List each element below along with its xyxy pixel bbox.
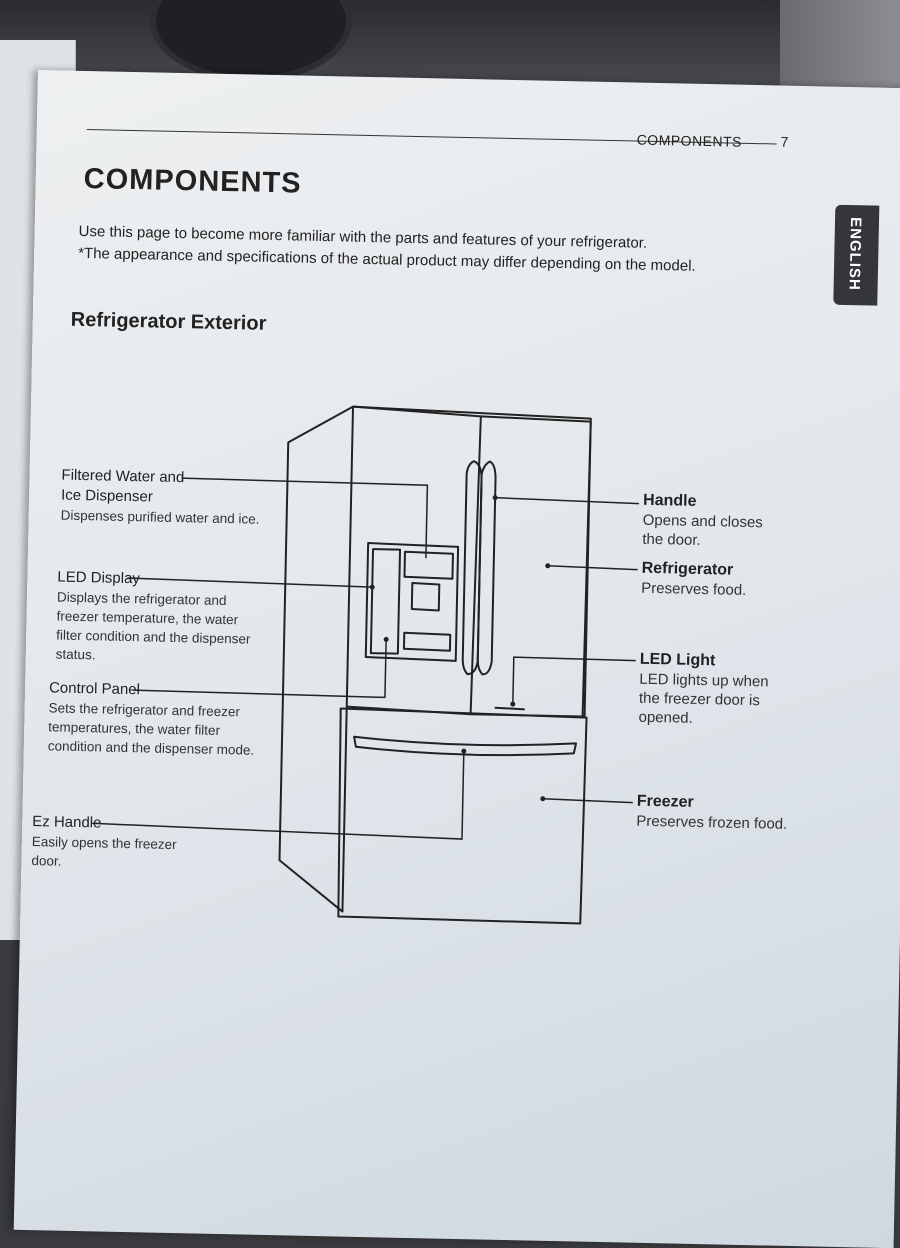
manual-page: COMPONENTS 7 ENGLISH COMPONENTS Use this… [13,70,900,1248]
leader-dot [383,636,389,642]
leader-dot [510,701,516,707]
leader-dot [461,748,467,754]
led-light-desc-3: opened. [638,708,693,727]
fridge-side-panel [278,405,355,913]
leader-led-light [512,656,636,705]
freezer-desc: Preserves frozen food. [636,812,788,833]
water-nozzle [410,581,441,612]
freezer-drawer [337,707,588,925]
car-knob [150,0,352,82]
drip-tray [402,631,452,652]
handle-desc-2: the door. [642,530,701,549]
leader-led-display [127,577,373,588]
leader-freezer [542,797,633,804]
left-door [346,405,482,716]
ez-handle-desc-2: door. [31,853,62,869]
label-handle: Handle Opens and closes the door. [642,491,813,553]
label-led-light: LED Light LED lights up when the freezer… [638,650,820,731]
leader-dot [545,563,551,569]
refrigerator-desc: Preserves food. [641,579,747,599]
label-led-display: LED Display Displays the refrigerator an… [56,568,288,669]
ez-handle-shape [353,735,578,757]
label-control-panel: Control Panel Sets the refrigerator and … [48,678,280,760]
ice-chute [403,550,454,580]
leader-control-panel [133,639,387,699]
leader-refrigerator [547,565,638,571]
refrigerator-illustration [92,405,640,925]
fridge-top-edge [352,405,592,717]
leader-ez-handle [92,751,465,840]
leader-water [181,477,429,559]
led-light-strip [494,706,525,711]
label-ez-handle: Ez Handle Easily opens the freezer door. [31,812,212,874]
dispenser-frame [364,542,460,662]
label-water-dispenser: Filtered Water and Ice Dispenser Dispens… [60,466,260,529]
led-display-screen [369,548,402,655]
label-freezer: Freezer Preserves frozen food. [636,792,827,835]
leader-dot [492,495,498,501]
handle-right [476,460,497,676]
leader-dot [540,796,546,802]
leader-handle [495,496,640,505]
label-refrigerator: Refrigerator Preserves food. [641,559,812,602]
leader-dot [369,584,375,590]
